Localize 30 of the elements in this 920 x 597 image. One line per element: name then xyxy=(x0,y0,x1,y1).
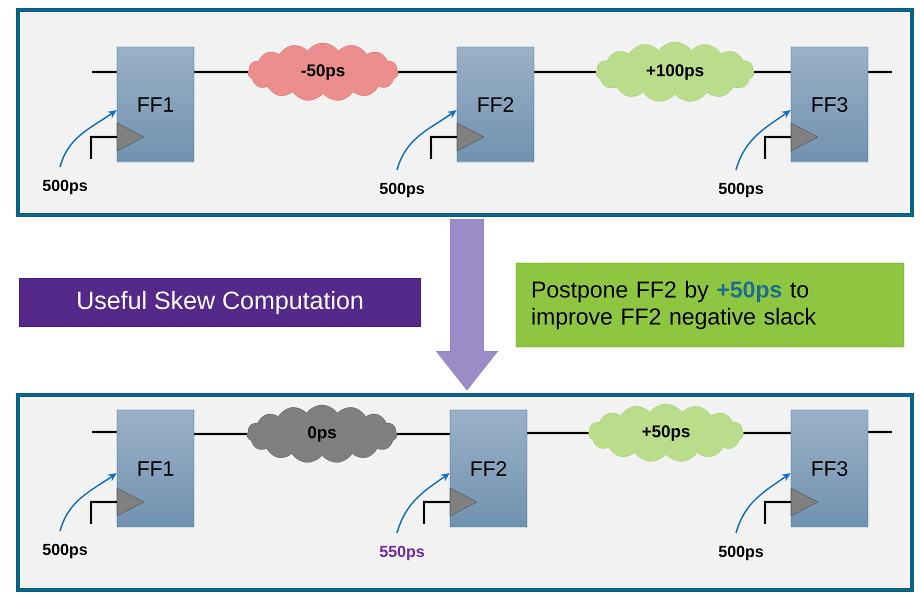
wire xyxy=(194,432,247,436)
wire xyxy=(397,432,450,436)
wire xyxy=(398,70,457,74)
flip-flop-box: FF1 xyxy=(116,410,194,528)
flip-flop-box: FF2 xyxy=(450,410,528,528)
title-banner: Useful Skew Computation xyxy=(19,278,421,327)
wire xyxy=(92,430,117,434)
delay-label: 500ps xyxy=(380,182,424,198)
wire xyxy=(92,70,117,74)
note-box: Postpone FF2 by +50ps to improve FF2 negative slack xyxy=(516,262,904,348)
wire xyxy=(754,70,791,74)
wire xyxy=(534,70,596,74)
delay-label: 500ps xyxy=(42,180,88,194)
flip-flop-box: FF1 xyxy=(116,46,194,162)
delay-cloud: -50ps xyxy=(248,42,398,101)
flip-flop-box: FF2 xyxy=(456,46,534,162)
delay-cloud: 0ps xyxy=(246,404,398,463)
wire xyxy=(194,70,248,74)
delay-label: 500ps xyxy=(718,182,764,198)
wire xyxy=(868,430,892,434)
wire xyxy=(868,70,892,74)
wire xyxy=(744,432,791,434)
delay-label: 500ps xyxy=(718,546,764,560)
delay-label: 550ps xyxy=(380,546,424,560)
flip-flop-box: FF3 xyxy=(790,46,868,162)
delay-label: 500ps xyxy=(42,544,88,558)
delay-cloud: +50ps xyxy=(588,404,744,462)
wire xyxy=(527,432,588,434)
delay-cloud: +100ps xyxy=(596,42,754,102)
flip-flop-box: FF3 xyxy=(790,410,868,528)
